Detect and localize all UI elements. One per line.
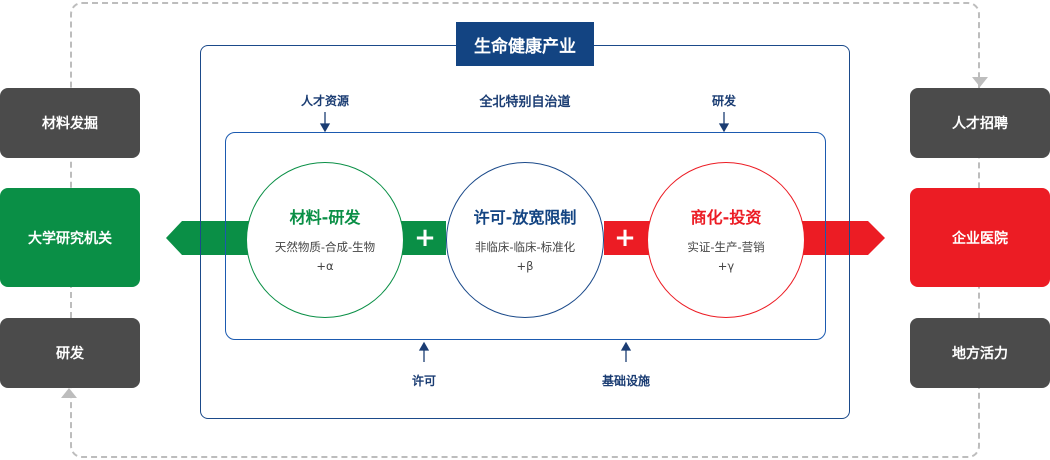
stage-sub: 天然物质-合成-生物 <box>274 240 376 254</box>
input-label-rnd: 研发 <box>711 94 737 108</box>
plus-icon: + <box>414 223 436 253</box>
stage-material: 材料-研发 天然物质-合成-生物 +α <box>246 162 404 318</box>
stage-title: 材料-研发 <box>289 208 361 227</box>
stage-greek: +γ <box>717 259 735 273</box>
right-box-recruit: 人才招聘 <box>910 88 1050 158</box>
stage-title: 商化-投资 <box>690 208 762 227</box>
process-frame <box>225 132 826 340</box>
input-label-infrastructure: 基础设施 <box>601 374 651 388</box>
down-arrow-icon <box>972 77 988 87</box>
up-arrow-icon <box>61 388 77 398</box>
stage-sub: 实证-生产-营销 <box>687 240 765 254</box>
left-box-material-discovery: 材料发掘 <box>0 88 140 158</box>
input-label-permit: 许可 <box>411 374 437 388</box>
stage-sub: 非临床-临床-标准化 <box>474 240 576 254</box>
page-title: 生命健康产业 <box>456 22 594 66</box>
right-box-local: 地方活力 <box>910 318 1050 388</box>
input-label-talent: 人才资源 <box>300 94 350 108</box>
stage-greek: +β <box>516 259 534 273</box>
left-box-rnd: 研发 <box>0 318 140 388</box>
plus-icon: + <box>614 223 636 253</box>
right-box-hospital: 企业医院 <box>910 188 1050 287</box>
stage-greek: +α <box>316 259 334 273</box>
stage-permit: 许可-放宽限制 非临床-临床-标准化 +β <box>446 162 604 318</box>
stage-commercial: 商化-投资 实证-生产-营销 +γ <box>647 162 805 318</box>
stage-title: 许可-放宽限制 <box>473 208 577 227</box>
region-label: 全北特别自治道 <box>479 95 571 110</box>
left-box-university: 大学研究机关 <box>0 188 140 287</box>
